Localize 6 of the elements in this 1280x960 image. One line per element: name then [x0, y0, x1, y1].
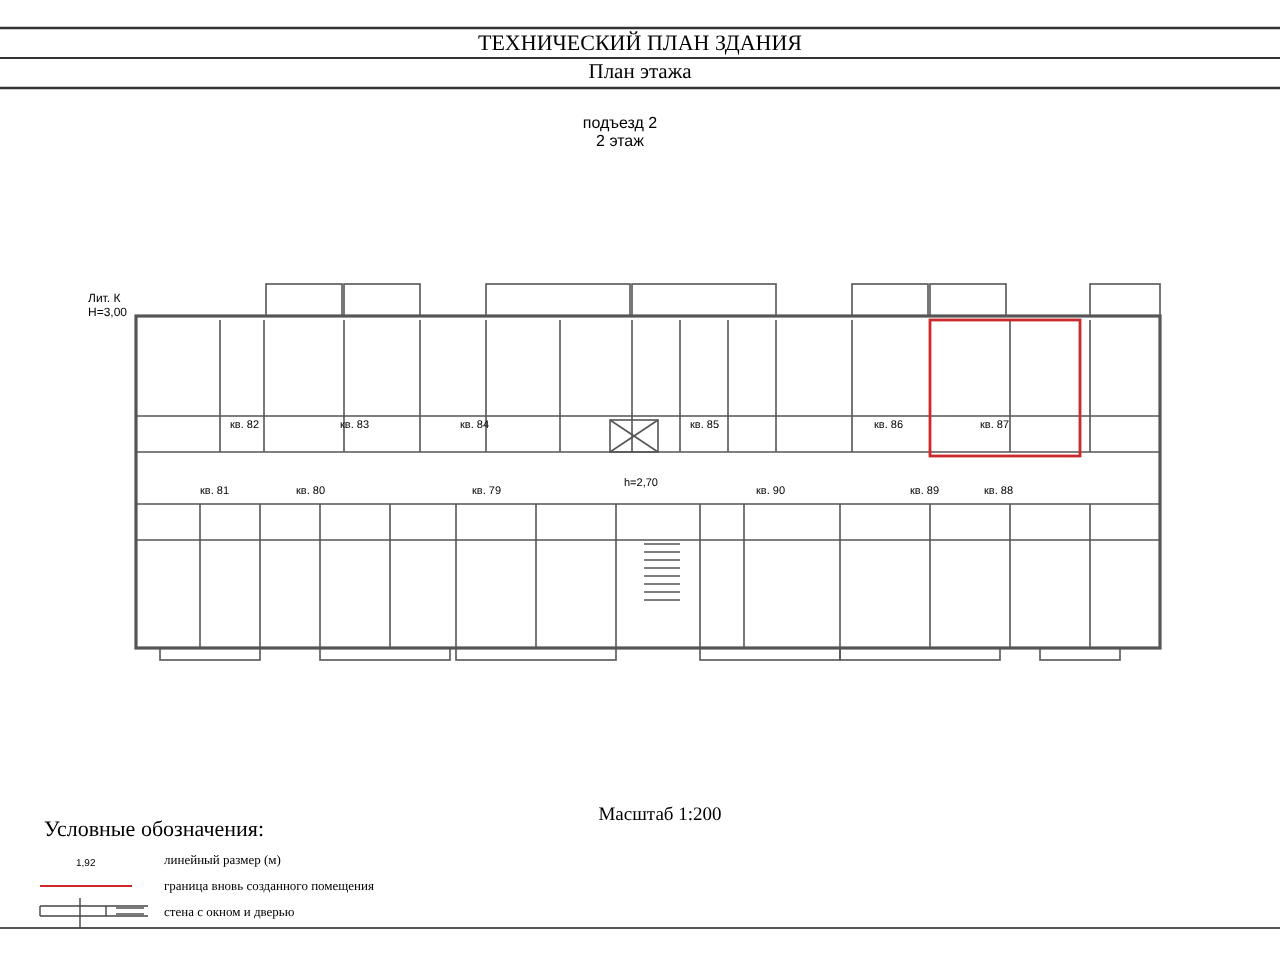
plan-title: ТЕХНИЧЕСКИЙ ПЛАН ЗДАНИЯ	[478, 34, 802, 56]
plan-subtitle: План этажа	[588, 64, 692, 85]
entrance-label: подъезд 2	[582, 116, 658, 132]
scale-label: Масштаб 1:200	[598, 808, 722, 827]
legend-heading: Условные обозначения:	[44, 820, 265, 842]
floor-label: 2 этаж	[596, 134, 644, 150]
